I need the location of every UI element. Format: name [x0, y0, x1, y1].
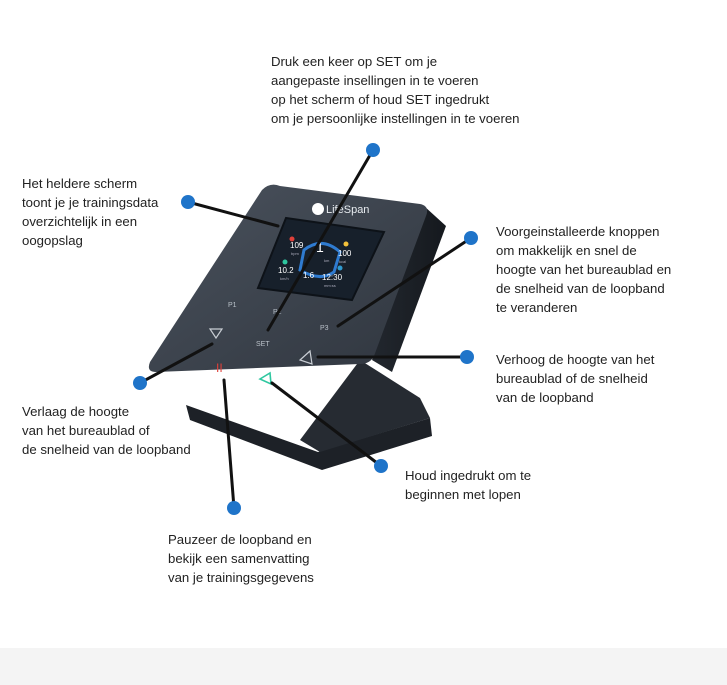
- device-side: [372, 206, 446, 372]
- callout-up: Verhoog de hoogte van het bureaublad of …: [496, 350, 654, 407]
- callout-line: overzichtelijk in een: [22, 214, 138, 229]
- device-base: [186, 405, 432, 470]
- down-arrow-icon[interactable]: [208, 328, 224, 340]
- callout-dot-pause: [227, 501, 241, 515]
- screen-dot-green: [282, 259, 288, 265]
- screen-dot-yellow: [343, 241, 349, 247]
- device-screen: [256, 216, 386, 302]
- callout-pause: Pauzeer de loopband en bekijk een samenv…: [168, 530, 314, 587]
- callout-line: de snelheid van de loopband: [22, 442, 191, 457]
- callout-down: Verlaag de hoogte van het bureaublad of …: [22, 402, 191, 459]
- metric-unit: kcal: [339, 259, 346, 264]
- bottom-strip: [0, 648, 727, 685]
- callout-line: Pauzeer de loopband en: [168, 532, 312, 547]
- metric-value: 10.2: [278, 266, 294, 275]
- callout-line: aangepaste insellingen in te voeren: [271, 73, 479, 88]
- metric-value: 12:30: [322, 273, 343, 282]
- callout-dot-preset: [464, 231, 478, 245]
- key-set-label: SET: [256, 341, 270, 348]
- leader-line-preset: [336, 236, 473, 328]
- callout-line: oogopslag: [22, 233, 83, 248]
- callout-line: bekijk een samenvatting: [168, 551, 310, 566]
- callout-dots: [133, 143, 478, 515]
- callout-line: Verhoog de hoogte van het: [496, 352, 655, 367]
- callout-line: Het heldere scherm: [22, 176, 138, 191]
- callout-line: om je persoonlijke instellingen in te vo…: [271, 111, 520, 126]
- screen-dot-red: [289, 236, 295, 242]
- metric-value: 109: [290, 241, 304, 250]
- callout-line: Druk een keer op SET om je: [271, 54, 438, 69]
- callout-preset: Voorgeinstalleerde knoppen om makkelijk …: [496, 222, 671, 317]
- screen-ring: [298, 242, 342, 278]
- callout-dot-down: [133, 376, 147, 390]
- callout-dot-up: [460, 350, 474, 364]
- metric-unit: km: [324, 258, 330, 263]
- callout-line: Verlaag de hoogte: [22, 404, 130, 419]
- callout-line: toont je je trainingsdata: [22, 195, 159, 210]
- leader-line-start: [270, 381, 383, 468]
- callout-line: Houd ingedrukt om te: [405, 468, 532, 483]
- callout-line: om makkelijk en snel de: [496, 243, 637, 258]
- leader-line-set: [266, 148, 375, 332]
- metric-unit: bpm: [291, 251, 299, 256]
- callout-line: van de loopband: [496, 390, 594, 405]
- logo-mark: [312, 203, 324, 215]
- leader-line-down: [138, 342, 214, 385]
- callout-line: te veranderen: [496, 300, 578, 315]
- key-p1-label: P1: [228, 302, 237, 309]
- callout-line: van je trainingsgegevens: [168, 570, 314, 585]
- metric-unit: km/h: [280, 276, 289, 281]
- callout-line: de snelheid van de loopband: [496, 281, 665, 296]
- callout-start: Houd ingedrukt om te beginnen met lopen: [405, 466, 531, 504]
- callout-line: hoogte van het bureaublad en: [496, 262, 672, 277]
- callout-dot-set: [366, 143, 380, 157]
- key-p3-label: P3: [320, 325, 329, 332]
- callout-line: van het bureaublad of: [22, 423, 150, 438]
- screen-dot-blue: [337, 265, 343, 271]
- metric-value: 1.6: [303, 271, 315, 280]
- leader-line-screen: [186, 200, 280, 228]
- up-arrow-icon[interactable]: [298, 349, 313, 365]
- start-icon[interactable]: [258, 371, 272, 386]
- metric-value: 100: [338, 249, 352, 258]
- callout-line: Voorgeinstalleerde knoppen: [496, 224, 660, 239]
- metric-value: 1: [316, 239, 324, 255]
- callout-dot-start: [374, 459, 388, 473]
- pause-icon[interactable]: II: [216, 361, 223, 375]
- callout-dot-screen: [181, 195, 195, 209]
- leader-line-pause: [222, 378, 236, 510]
- device-logo: LifeSpan: [326, 204, 369, 216]
- callout-line: op het scherm of houd SET ingedrukt: [271, 92, 490, 107]
- callout-line: bureaublad of de snelheid: [496, 371, 648, 386]
- metric-unit: mm:ss: [324, 283, 336, 288]
- callout-line: beginnen met lopen: [405, 487, 521, 502]
- leader-lines: [138, 148, 473, 510]
- callout-screen: Het heldere scherm toont je je trainings…: [22, 174, 158, 250]
- callout-set: Druk een keer op SET om je aangepaste in…: [271, 52, 520, 128]
